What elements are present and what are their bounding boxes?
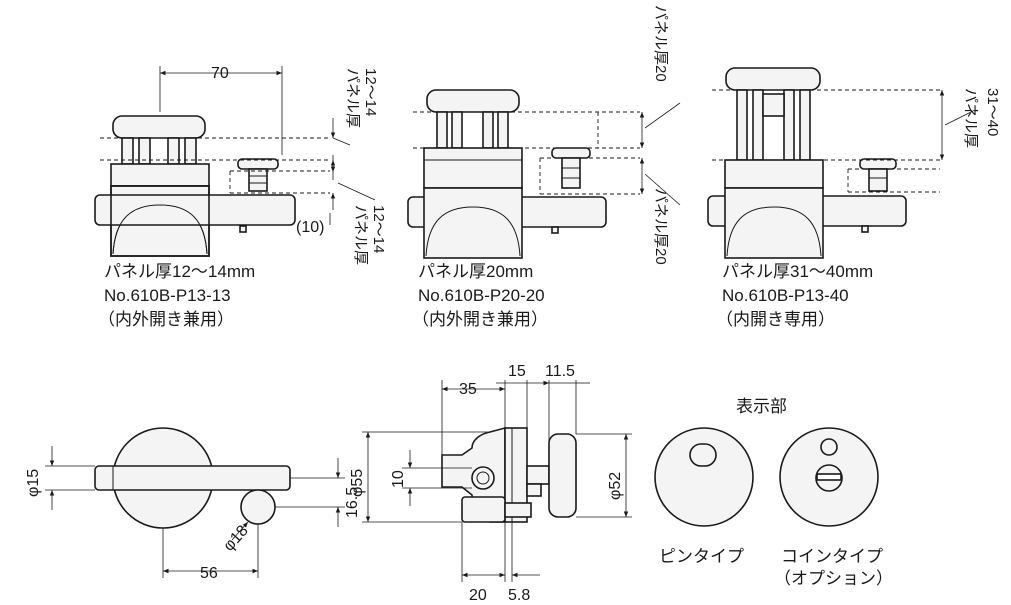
dim-35: 35 (459, 381, 477, 398)
dim-thickness-b-value: 12〜14 (370, 205, 387, 253)
dim-paren-10: (10) (296, 219, 324, 236)
caption-2-model: No.610B-P20-20 (418, 286, 545, 305)
coin-type-option: （オプション） (774, 569, 893, 588)
dim-phi55: φ55 (349, 469, 366, 497)
dim-10: 10 (390, 470, 407, 488)
dim-thickness-40-value: 31〜40 (984, 88, 1001, 136)
caption-3-model: No.610B-P13-40 (722, 286, 849, 305)
pin-type-label: ピンタイプ (659, 547, 744, 566)
dim-thickness-b-label: パネル厚 (352, 205, 369, 265)
dim-thickness-a-label: パネル厚 (344, 68, 361, 128)
dim-56: 56 (200, 565, 218, 582)
dim-20: 20 (469, 587, 487, 604)
dim-phi15: φ15 (25, 469, 42, 497)
top-view-1-drawing (94, 66, 376, 257)
dim-5-8: 5.8 (508, 587, 530, 604)
coin-type-indicator (779, 427, 879, 527)
dim-thickness-a-value: 12〜14 (362, 68, 379, 116)
indicator-title: 表示部 (736, 397, 787, 416)
dim-phi52: φ52 (607, 472, 624, 500)
front-view-drawing (45, 427, 345, 578)
top-view-3-drawing (707, 67, 976, 259)
coin-type-label: コインタイプ (781, 547, 883, 566)
caption-3-panel: パネル厚31〜40mm (722, 262, 873, 281)
dim-thickness-20-top: パネル厚20 (652, 5, 669, 82)
dim-phi18: φ18 (220, 522, 252, 554)
dim-thickness-20-bottom: パネル厚20 (652, 188, 669, 265)
pin-type-indicator (654, 427, 754, 527)
caption-2-use: （内外開き兼用） (412, 310, 548, 329)
caption-3-use: （内開き専用） (716, 310, 835, 329)
caption-1-use: （内外開き兼用） (98, 310, 234, 329)
caption-2-panel: パネル厚20mm (418, 262, 533, 281)
top-view-2-drawing (407, 89, 681, 259)
caption-1-panel: パネル厚12〜14mm (104, 262, 255, 281)
dim-16-5: 16.5 (344, 487, 361, 518)
dim-15: 15 (508, 363, 526, 380)
side-view-drawing (362, 380, 632, 582)
dim-thickness-40-label: パネル厚 (962, 88, 979, 148)
dim-11-5: 11.5 (545, 363, 575, 380)
caption-1-model: No.610B-P13-13 (104, 286, 231, 305)
dim-70: 70 (211, 65, 229, 82)
